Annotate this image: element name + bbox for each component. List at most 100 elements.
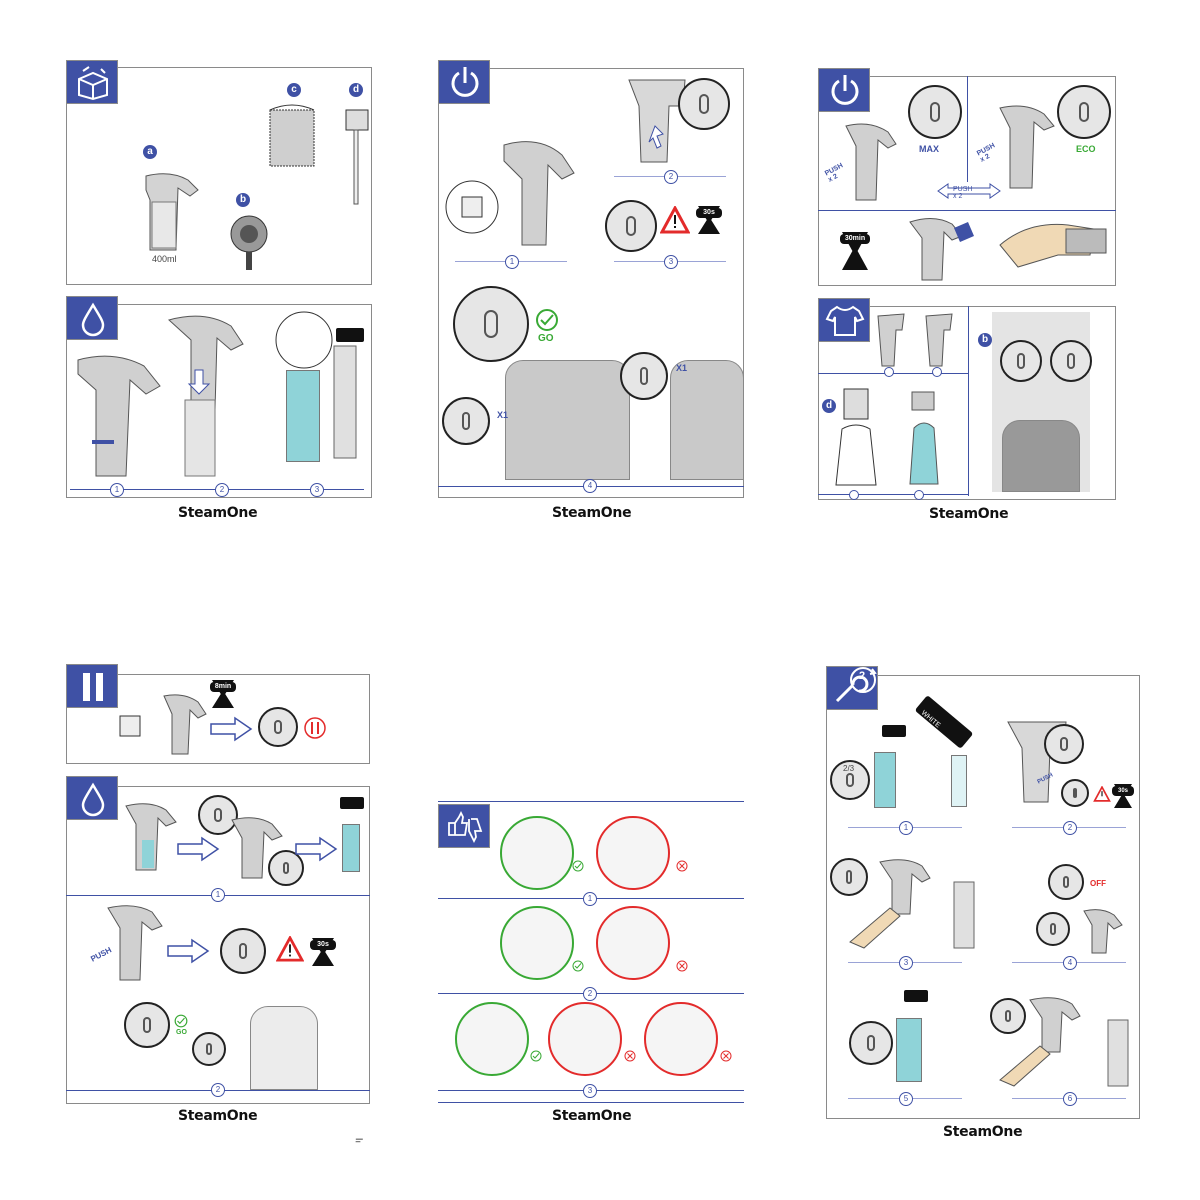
eco-mode-label: ECO: [1076, 144, 1096, 154]
brush-zoom-1: [1000, 340, 1042, 382]
heating-indicator-zoom: [220, 928, 266, 974]
timer-30min: 30min: [840, 234, 870, 244]
timer-30s: 30s: [1112, 786, 1134, 796]
descale-step-2: 2: [1063, 821, 1077, 835]
descale-step-3: 3: [899, 956, 913, 970]
shirt-illustration-1: [505, 360, 630, 480]
descale-step-5: 5: [899, 1092, 913, 1106]
check-circle-icon: [572, 860, 584, 872]
jacket-illustration: [1002, 420, 1080, 492]
arrow-right-icon: [294, 836, 338, 862]
panel-contents-tab: [66, 60, 118, 104]
use-step-2: [932, 367, 942, 377]
capacity-label: 400ml: [152, 254, 177, 264]
part-c-badge: c: [287, 83, 301, 97]
rinse-trigger-zoom: [990, 998, 1026, 1034]
part-a-badge: a: [143, 145, 157, 159]
max-mode-label: MAX: [919, 144, 939, 154]
use-bottom-divider: [818, 494, 968, 495]
bottle-adapter: [342, 100, 372, 210]
check-circle-icon: [174, 1014, 188, 1028]
unplug-zoom: [1036, 912, 1070, 946]
unbox-icon: [73, 65, 113, 101]
off-indicator-zoom: [258, 707, 298, 747]
brand-logo: SteamOne: [929, 506, 1008, 522]
pause-icon: [73, 669, 113, 705]
refill-steamer-1: [122, 798, 182, 874]
warning-icon: [660, 206, 690, 234]
dos-step-1: 1: [583, 892, 597, 906]
panel-refill-tab: [66, 776, 118, 820]
trigger-zoom-1: [442, 397, 490, 445]
refill-tank: [342, 824, 360, 872]
check-circle-icon: [530, 1050, 542, 1062]
panel-fill-tab: [66, 296, 118, 340]
thumbs-icon: [445, 809, 485, 845]
part-b-badge: b: [236, 193, 250, 207]
rinse-level-zoom: [849, 1021, 893, 1065]
warning-icon: [1093, 786, 1111, 802]
idle-steamer-illustration: [118, 690, 208, 758]
arrow-right-icon: [166, 938, 210, 964]
hourglass-icon: 30s: [698, 206, 720, 234]
faucet-icon: [904, 990, 928, 1002]
power-step-2: 2: [664, 170, 678, 184]
press-once-label-1: X1: [497, 410, 508, 420]
descale-indicator-zoom-2: [1061, 779, 1089, 807]
trigger-zoom-2: [620, 352, 668, 400]
cross-circle-icon: [676, 860, 688, 872]
hourglass-8min-icon: 8min: [212, 680, 234, 708]
use-step-3: [849, 490, 859, 500]
panel-power-tab: [438, 60, 490, 104]
push-steamer: [92, 900, 170, 984]
descale-tank: [874, 752, 896, 808]
bottle-adapter-illustration: [832, 385, 882, 489]
eco-indicator-zoom: [1057, 85, 1111, 139]
use-part-b-badge: b: [978, 333, 992, 347]
dont-example-4: [644, 1002, 718, 1076]
hourglass-30min-icon: 30min: [842, 232, 868, 270]
hourglass-icon: 30s: [312, 938, 334, 966]
timer-8min: 8min: [210, 682, 236, 692]
use-step-4: [914, 490, 924, 500]
shirt-icon: [825, 303, 865, 339]
plug-in-illustration: [444, 135, 584, 250]
brand-logo: SteamOne: [178, 505, 257, 521]
check-circle-icon: [535, 308, 559, 332]
max-indicator-zoom: [908, 85, 962, 139]
dont-example-1: [596, 816, 670, 890]
descale-step-1: 1: [899, 821, 913, 835]
go-label: GO: [176, 1029, 187, 1036]
descale-trigger-zoom: [830, 858, 868, 896]
water-drop-icon: [73, 781, 113, 817]
cross-circle-icon: [624, 1050, 636, 1062]
off-button-zoom: [1048, 864, 1084, 900]
power-step-3: 3: [664, 255, 678, 269]
max-mode-steamer: [826, 118, 898, 204]
timer-30s: 30s: [310, 940, 336, 950]
power-step-4: 4: [583, 479, 597, 493]
vinegar-tank: [951, 755, 967, 807]
water-drop-icon: [73, 301, 113, 337]
arrow-right-icon: [176, 836, 220, 862]
months-interval: 2: [859, 670, 865, 682]
fill-step-3-illustration: [262, 306, 362, 466]
refill-step-1: 1: [211, 888, 225, 902]
fill-step-2: 2: [215, 483, 229, 497]
descale-indicator-zoom: [1044, 724, 1084, 764]
plastic-bottle-illustration: [904, 388, 944, 488]
check-circle-icon: [572, 960, 584, 972]
panel-use-tab: [818, 298, 870, 342]
do-example-2: [500, 906, 574, 980]
emptying-hand: [998, 215, 1113, 275]
timer-30s: 30s: [696, 208, 722, 218]
shirt-illustration-2: [670, 360, 744, 480]
part-d-badge: d: [349, 83, 363, 97]
power-icon: [445, 65, 485, 101]
brand-logo: SteamOne: [552, 505, 631, 521]
warning-icon: [276, 936, 304, 962]
panel-modes-tab: [818, 68, 870, 112]
brand-logo: SteamOne: [552, 1108, 631, 1124]
panel-dos-donts-tab: [438, 804, 490, 848]
descale-step-6: 6: [1063, 1092, 1077, 1106]
